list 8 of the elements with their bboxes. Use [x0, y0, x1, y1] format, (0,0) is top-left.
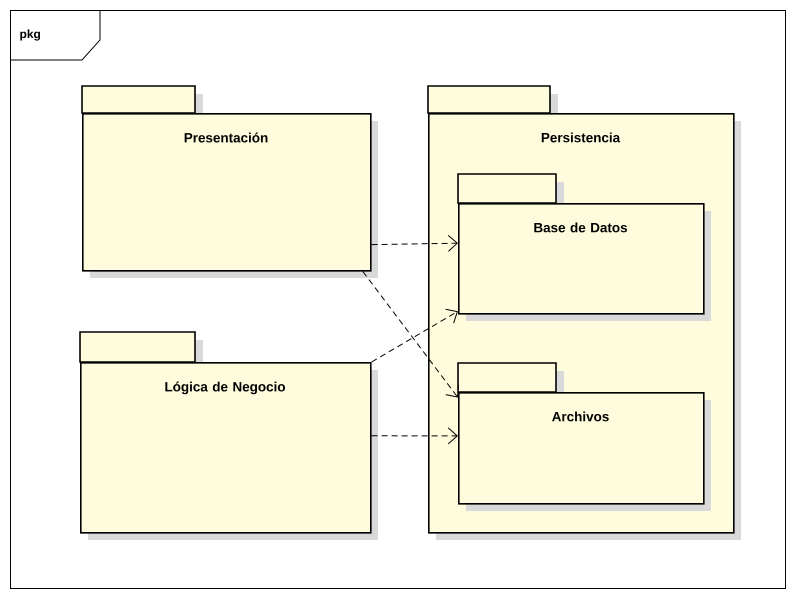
package: Archivos	[457, 362, 711, 511]
dependency-arrow	[371, 234, 458, 252]
dependency-arrow	[371, 308, 458, 362]
package: Presentación	[81, 85, 378, 278]
package: Base de Datos	[457, 173, 711, 321]
package: Lógica de Negocio	[79, 331, 378, 540]
dependency-arrow	[371, 427, 458, 444]
dependency-arrow	[362, 271, 460, 398]
